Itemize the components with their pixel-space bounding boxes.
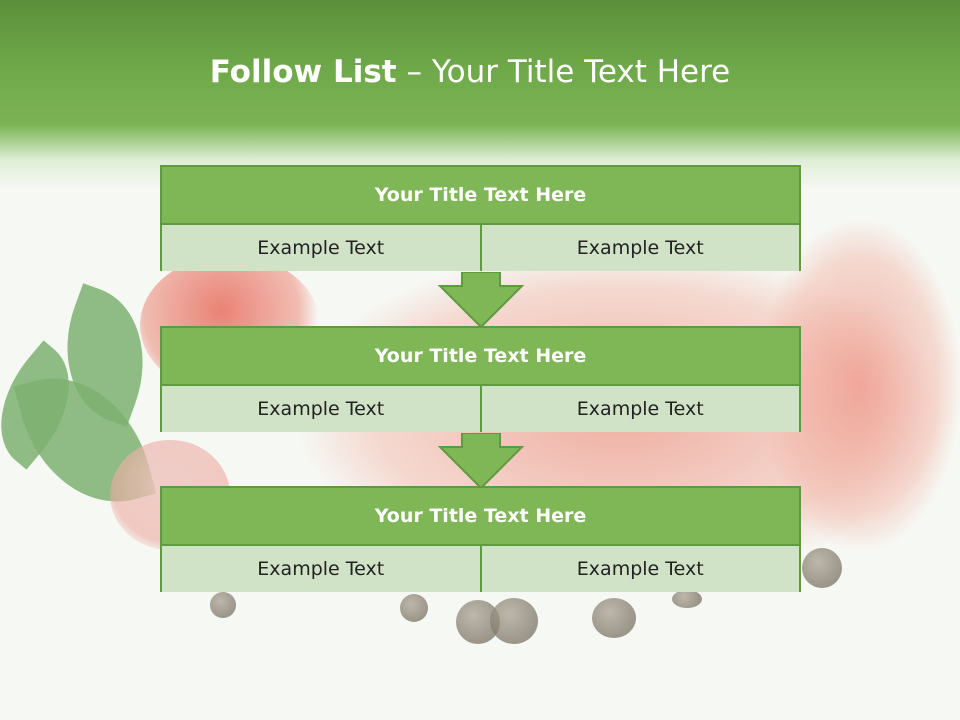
list-block-2: Your Title Text Here Example Text Exampl… bbox=[160, 326, 801, 432]
block-title: Your Title Text Here bbox=[162, 328, 799, 386]
block-title: Your Title Text Here bbox=[162, 488, 799, 546]
slide-title-bold: Follow List bbox=[209, 54, 397, 90]
down-arrow-icon bbox=[438, 272, 524, 328]
peppercorn-icon bbox=[400, 594, 428, 622]
block-left-text: Example Text bbox=[162, 225, 480, 271]
block-right-text: Example Text bbox=[479, 546, 799, 592]
peppercorn-icon bbox=[592, 598, 636, 638]
block-right-text: Example Text bbox=[479, 386, 799, 432]
list-block-3: Your Title Text Here Example Text Exampl… bbox=[160, 486, 801, 592]
peppercorn-icon bbox=[210, 592, 236, 618]
block-left-text: Example Text bbox=[162, 386, 480, 432]
peppercorn-icon bbox=[490, 598, 538, 644]
block-title: Your Title Text Here bbox=[162, 167, 799, 225]
peppercorn-icon bbox=[802, 548, 842, 588]
list-block-1: Your Title Text Here Example Text Exampl… bbox=[160, 165, 801, 271]
block-right-text: Example Text bbox=[479, 225, 799, 271]
slide-title: Follow List – Your Title Text Here bbox=[0, 54, 940, 90]
block-left-text: Example Text bbox=[162, 546, 480, 592]
peppercorn-icon bbox=[672, 590, 702, 608]
slide-title-rest: – Your Title Text Here bbox=[396, 54, 731, 90]
block-row: Example Text Example Text bbox=[162, 225, 799, 271]
block-row: Example Text Example Text bbox=[162, 386, 799, 432]
down-arrow-icon bbox=[438, 433, 524, 489]
block-row: Example Text Example Text bbox=[162, 546, 799, 592]
